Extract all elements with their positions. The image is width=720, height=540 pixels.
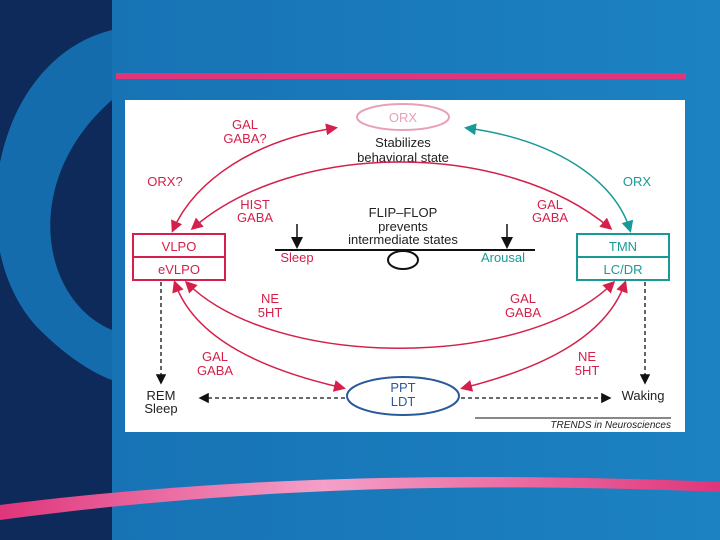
credit-text: TRENDS in Neurosciences xyxy=(550,420,671,431)
label-gal-gaba-bottom-left-line1: GAL xyxy=(202,349,228,364)
label-orx-q: ORX? xyxy=(147,174,182,189)
label-gal-gaba-q-line1: GAL xyxy=(232,117,258,132)
label-gal-gaba-top-right-line2: GABA xyxy=(532,210,568,225)
label-gal-gaba-mid-right-line1: GAL xyxy=(510,291,536,306)
vlpo-to-tmn-lower-arc xyxy=(187,283,613,348)
tmn-label: TMN xyxy=(609,239,637,254)
vlpo-label: VLPO xyxy=(162,239,197,254)
rem-label-line2: Sleep xyxy=(144,401,177,416)
label-ne-5ht-left-line2: 5HT xyxy=(258,305,283,320)
flip-flop-diagram: ORX Stabilizes behavioral state GAL GABA… xyxy=(125,100,685,432)
label-arousal: Arousal xyxy=(481,250,525,265)
label-orx-right: ORX xyxy=(623,174,652,189)
lcdr-label: LC/DR xyxy=(603,262,642,277)
label-gal-gaba-bottom-left-line2: GABA xyxy=(197,363,233,378)
orx-node-label: ORX xyxy=(389,110,418,125)
evlpo-label: eVLPO xyxy=(158,262,200,277)
label-gal-gaba-q-line2: GABA? xyxy=(223,131,266,146)
top-accent-bar xyxy=(116,73,686,79)
waking-label: Waking xyxy=(622,388,665,403)
label-gal-gaba-mid-right-line2: GABA xyxy=(505,305,541,320)
diagram-panel: ORX Stabilizes behavioral state GAL GABA… xyxy=(125,100,685,432)
tmn-to-ppt-arc xyxy=(463,283,625,388)
label-ne-5ht-bottom-right-line1: NE xyxy=(578,349,596,364)
label-ne-5ht-left-line1: NE xyxy=(261,291,279,306)
orx-caption-line1: Stabilizes xyxy=(375,135,431,150)
label-ne-5ht-bottom-right-line2: 5HT xyxy=(575,363,600,378)
flipflop-line1: FLIP–FLOP xyxy=(369,205,438,220)
ldt-label: LDT xyxy=(391,394,416,409)
seesaw-fulcrum xyxy=(388,251,418,269)
label-sleep: Sleep xyxy=(280,250,313,265)
label-hist-gaba-line2: GABA xyxy=(237,210,273,225)
ppt-label: PPT xyxy=(390,380,415,395)
flipflop-line3: intermediate states xyxy=(348,232,458,247)
